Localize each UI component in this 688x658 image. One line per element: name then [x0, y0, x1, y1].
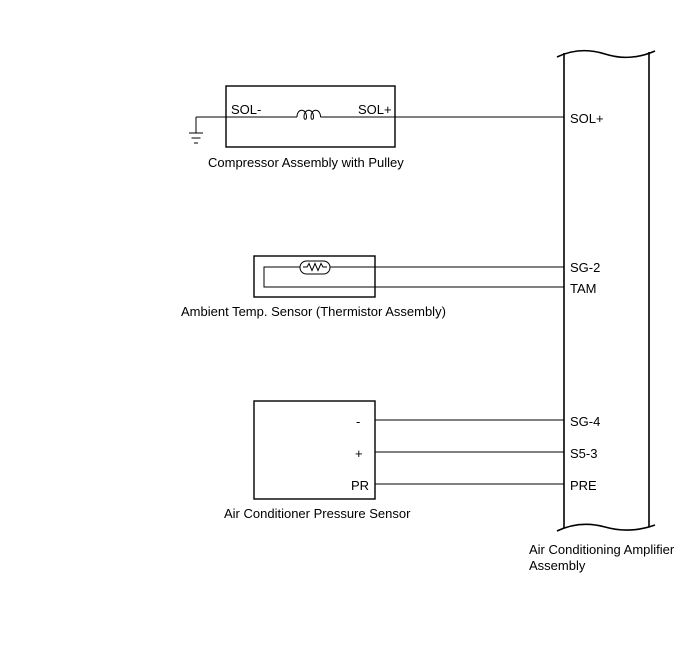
solenoid-coil-icon: [296, 109, 321, 120]
compressor-pin-sol-plus: SOL+: [358, 102, 392, 117]
pressure-sensor-caption: Air Conditioner Pressure Sensor: [224, 506, 411, 521]
ambient-sensor-caption: Ambient Temp. Sensor (Thermistor Assembl…: [181, 304, 446, 319]
amplifier-pin-sg2: SG-2: [570, 260, 600, 275]
compressor-assembly: SOL- SOL+ Compressor Assembly with Pulle…: [189, 85, 564, 170]
pressure-sensor: - + PR Air Conditioner Pressure Sensor: [224, 400, 564, 521]
amplifier-assembly: SOL+ SG-2 TAM SG-4 S5-3 PRE Air Conditio…: [529, 49, 675, 573]
ambient-temp-sensor: Ambient Temp. Sensor (Thermistor Assembl…: [181, 255, 564, 319]
compressor-pin-sol-minus: SOL-: [231, 102, 261, 117]
amplifier-pin-tam: TAM: [570, 281, 596, 296]
amplifier-top-break: [556, 49, 656, 59]
ground-icon: [189, 117, 203, 144]
pressure-sensor-pin-plus: +: [355, 446, 363, 461]
compressor-caption: Compressor Assembly with Pulley: [208, 155, 404, 170]
pressure-sensor-pin-pr: PR: [351, 478, 369, 493]
amplifier-pin-sg4: SG-4: [570, 414, 600, 429]
amplifier-pin-pre: PRE: [570, 478, 597, 493]
amplifier-caption-line1: Air Conditioning Amplifier: [529, 542, 675, 557]
amplifier-bottom-break: [556, 523, 656, 532]
amplifier-pin-sol-plus: SOL+: [570, 111, 604, 126]
pressure-sensor-pin-minus: -: [356, 414, 360, 429]
pressure-sensor-box: [253, 400, 376, 500]
wire-tam: [263, 266, 564, 288]
amplifier-caption-line2: Assembly: [529, 558, 586, 573]
ambient-sensor-box: [253, 255, 376, 298]
amplifier-pin-s53: S5-3: [570, 446, 597, 461]
thermistor-icon: [299, 260, 331, 275]
